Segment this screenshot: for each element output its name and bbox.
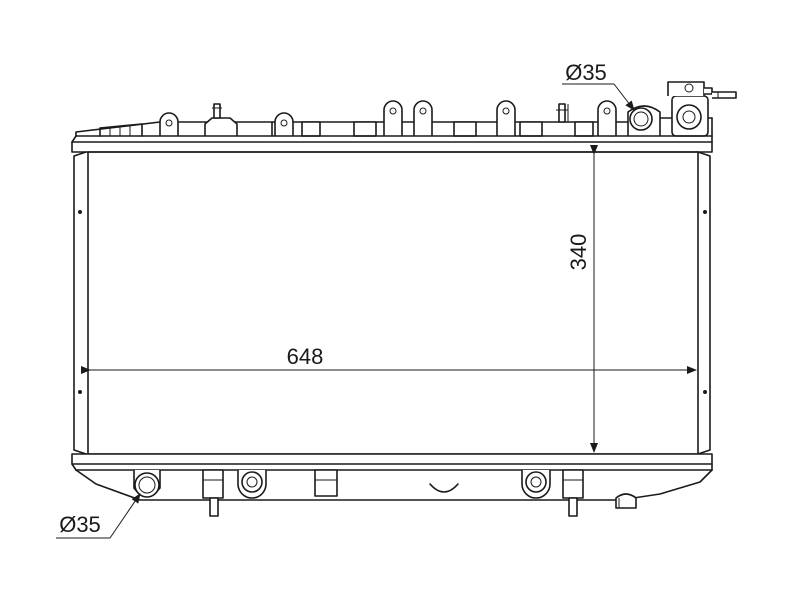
side-hole <box>703 390 707 394</box>
lower-pipe-label: Ø35 <box>59 512 101 537</box>
top-sensor-post-left <box>204 103 238 136</box>
bottom-mount-peg-left <box>202 469 224 517</box>
radiator-core <box>73 151 711 455</box>
top-mount-tab-3 <box>383 100 403 136</box>
top-slot-2 <box>353 121 377 137</box>
top-mount-tab-1 <box>159 112 179 136</box>
top-tank <box>71 81 737 153</box>
height-label: 340 <box>566 234 591 271</box>
bottom-mount-peg-right <box>562 469 584 517</box>
top-slot-4 <box>519 121 543 137</box>
upper-pipe-dimension: Ø35 <box>562 60 635 111</box>
top-slot-3 <box>453 121 477 137</box>
lower-outlet-pipe <box>133 470 161 498</box>
drain-plug <box>615 493 637 509</box>
side-hole <box>78 390 82 394</box>
bottom-center-notch <box>429 483 459 493</box>
filler-neck <box>667 81 737 137</box>
bottom-slot <box>314 469 338 497</box>
lower-pipe-dimension: Ø35 <box>56 493 141 539</box>
side-hole <box>703 210 707 214</box>
top-mount-tab-6 <box>597 100 617 136</box>
bottom-boss-left <box>237 470 267 499</box>
height-dimension: 340 <box>566 145 598 453</box>
upper-pipe-label: Ø35 <box>565 60 607 85</box>
top-mount-tab-5 <box>496 100 516 136</box>
side-hole <box>78 210 82 214</box>
top-mount-tab-4 <box>413 100 433 136</box>
width-dimension: 648 <box>81 344 697 374</box>
top-header-plate <box>71 141 713 153</box>
top-sensor-post-right <box>556 103 569 123</box>
top-mount-tab-2 <box>274 112 294 136</box>
bottom-tank <box>71 453 713 517</box>
bottom-header-plate <box>71 453 713 465</box>
upper-inlet-pipe <box>627 105 661 136</box>
bottom-boss-right <box>521 470 551 499</box>
top-slot-1 <box>301 121 321 137</box>
top-slot-5 <box>574 121 594 137</box>
width-label: 648 <box>287 344 324 369</box>
